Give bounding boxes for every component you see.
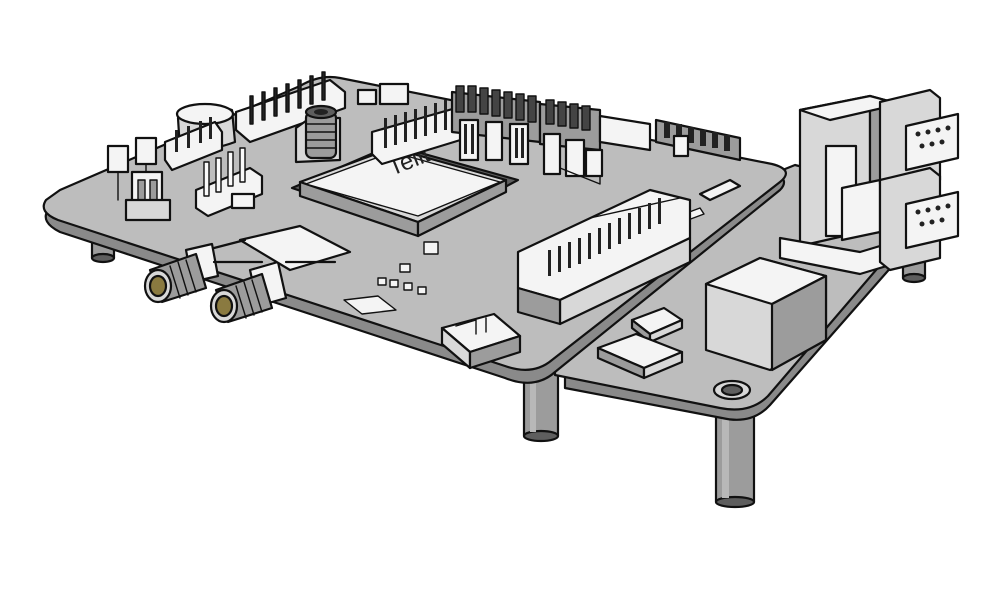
ic-chip-large	[596, 332, 684, 380]
jumper-group-left	[106, 136, 172, 222]
mounting-hole	[712, 379, 752, 401]
standoff-front-right	[714, 408, 756, 509]
smd-parts	[343, 178, 742, 315]
sma-connector-right	[209, 260, 288, 324]
pin-header-long	[234, 71, 347, 144]
pin-header-vertical	[194, 147, 264, 218]
idc-box-header	[516, 188, 692, 326]
pin-header-short	[163, 117, 224, 172]
usb-connector	[440, 312, 522, 370]
jumper-header-right	[538, 99, 604, 185]
flex-cable	[212, 224, 352, 272]
sma-connector-left	[143, 242, 220, 304]
jumper-header-group	[450, 85, 542, 166]
db9-connector-bottom	[878, 166, 960, 272]
small-chip-left	[230, 192, 256, 210]
header-far-right	[598, 114, 742, 162]
telit-module: Telit	[290, 140, 520, 238]
rf-connector-tall	[294, 104, 342, 164]
rj45-jack	[704, 256, 828, 372]
